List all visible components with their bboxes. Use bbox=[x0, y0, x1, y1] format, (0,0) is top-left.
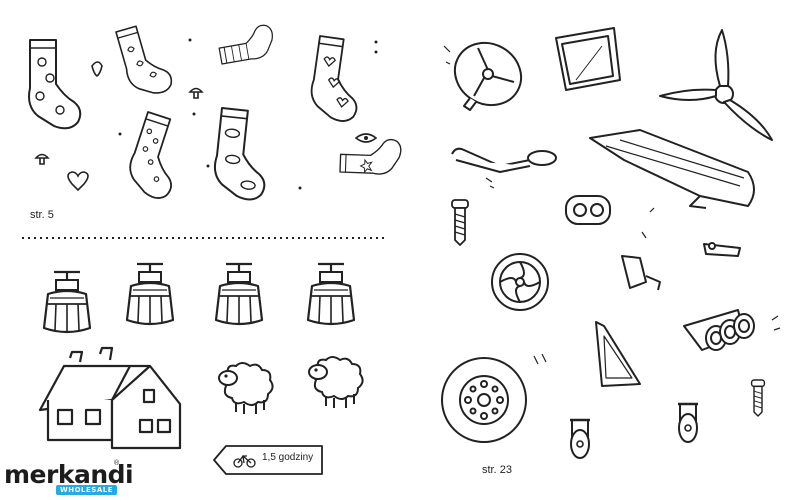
merkandi-logo: merkandi ® WHOLESALE bbox=[4, 460, 134, 496]
logo-trademark: ® bbox=[114, 460, 120, 467]
logo-wordmark: merkandi bbox=[4, 460, 134, 489]
socks-group bbox=[28, 20, 402, 203]
fan-wheel bbox=[491, 253, 549, 311]
sheep-group bbox=[218, 356, 364, 415]
mirror bbox=[555, 27, 621, 91]
large-wheel bbox=[441, 357, 527, 443]
bicycle-icon bbox=[233, 455, 256, 468]
motion-strokes bbox=[443, 45, 781, 365]
propeller bbox=[659, 29, 773, 141]
house-illustration bbox=[38, 346, 182, 450]
hook-part bbox=[703, 242, 741, 257]
window-pane bbox=[595, 321, 641, 387]
aircraft-parts-group bbox=[441, 27, 773, 460]
side-mirror bbox=[621, 255, 661, 291]
exhaust-pipes bbox=[683, 309, 755, 351]
route-sign-label: 1,5 godziny bbox=[262, 452, 314, 463]
cable-cars-group bbox=[42, 262, 356, 334]
page-number-left: str. 5 bbox=[30, 209, 54, 221]
route-sign bbox=[213, 445, 323, 475]
gauge-panel bbox=[565, 195, 611, 225]
steering-wheel bbox=[453, 41, 523, 111]
page-number-right: str. 23 bbox=[482, 464, 512, 476]
lever-arm bbox=[451, 147, 557, 173]
logo-badge: WHOLESALE bbox=[56, 485, 117, 495]
wing bbox=[589, 129, 755, 209]
